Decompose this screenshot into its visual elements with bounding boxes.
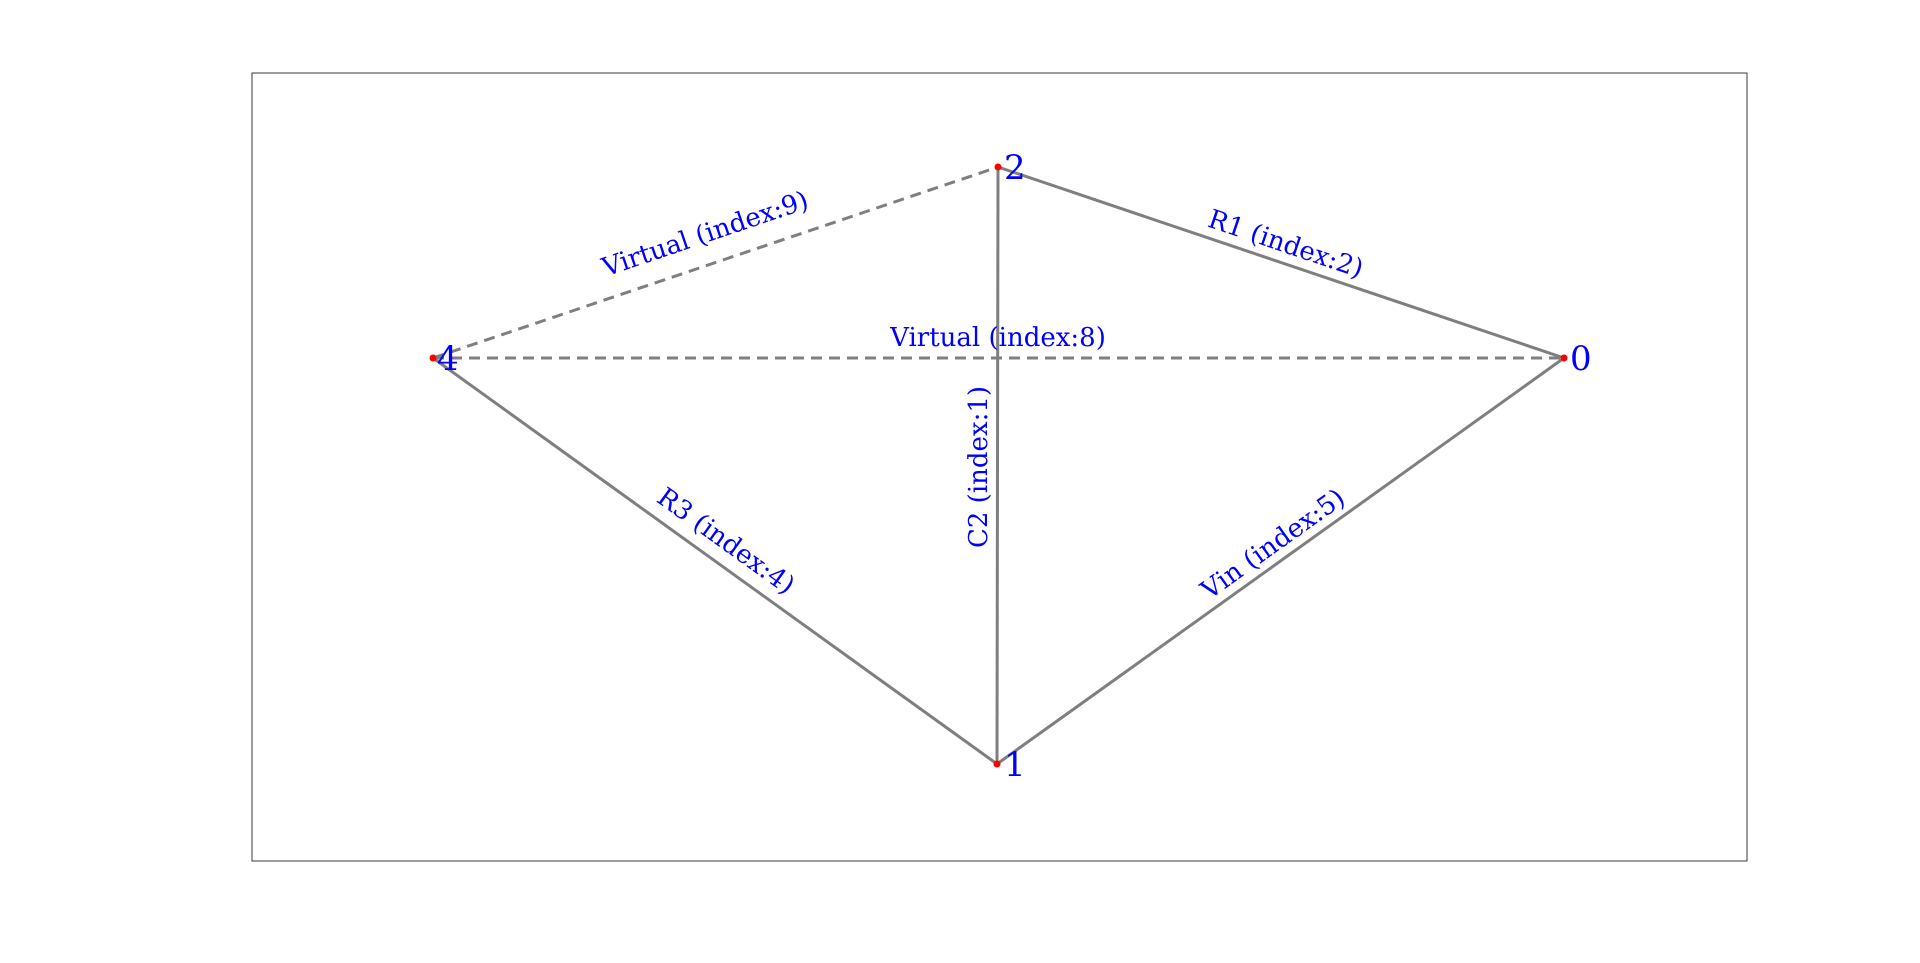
node-label-2: 2 [1004,148,1026,188]
edge-label-vin: Vin (index:5) [1195,483,1351,606]
edge-label-r3: R3 (index:4) [651,482,800,601]
edge-r3 [432,356,998,766]
edge-r1 [997,165,1565,360]
node-dot-1 [993,760,1001,768]
node-dot-4 [429,354,437,362]
edge-c2 [995,166,1000,765]
edge-label-virtual-9: Virtual (index:9) [598,186,813,284]
edge-label-virtual-8: Virtual (index:8) [889,323,1106,353]
edge-vin [996,356,1565,766]
plot-frame [251,72,1748,862]
node-dot-0 [1560,354,1568,362]
node-label-4: 4 [437,339,459,379]
node-dot-2 [994,163,1002,171]
edge-label-c2: C2 (index:1) [964,386,994,548]
edge-virtual-9 [432,165,999,360]
node-label-0: 0 [1570,339,1592,379]
node-label-1: 1 [1004,745,1026,785]
